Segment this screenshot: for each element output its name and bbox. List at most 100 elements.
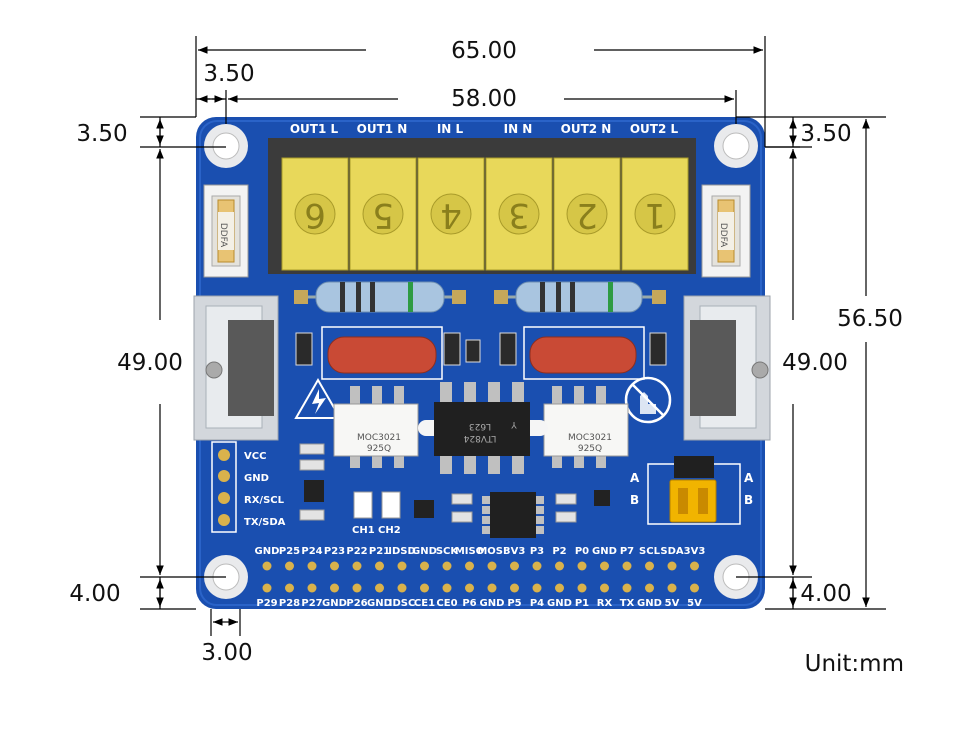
optocoupler-left-code: 925Q bbox=[367, 444, 391, 454]
fuse-left: DDFA bbox=[203, 184, 249, 278]
dimension-lines bbox=[140, 36, 886, 636]
gpio-pin bbox=[487, 583, 497, 593]
smd-components bbox=[295, 332, 667, 366]
optocoupler-right-code: 925Q bbox=[578, 444, 602, 454]
gpio-label-bottom: CE0 bbox=[436, 598, 457, 609]
gpio-pin bbox=[690, 583, 699, 593]
terminal-screw-icon bbox=[430, 193, 472, 235]
unit-label: Unit:mm bbox=[805, 651, 904, 677]
dim-hole-offset-bottom-horizontal: 3.00 bbox=[201, 640, 252, 666]
gpio-pin bbox=[285, 583, 294, 593]
gpio-label-bottom: P1 bbox=[575, 598, 589, 609]
gpio-label-top: P0 bbox=[575, 546, 589, 557]
dim-hole-offset-bottom-right: 4.00 bbox=[800, 581, 851, 607]
optocoupler-left-model: MOC3021 bbox=[357, 433, 401, 443]
gpio-pin bbox=[352, 561, 362, 571]
gpio-label-bottom: GND bbox=[547, 598, 572, 609]
gpio-pin bbox=[645, 561, 654, 571]
fuse-right-label: DDFA bbox=[718, 223, 728, 248]
gpio-label-top: MOSI bbox=[477, 546, 506, 557]
terminal-number: 2 bbox=[576, 195, 598, 235]
dim-hole-offset-bottom-left: 4.00 bbox=[69, 581, 120, 607]
gpio-pin bbox=[667, 561, 677, 571]
terminal-number: 1 bbox=[644, 195, 666, 235]
gpio-pin bbox=[285, 561, 294, 571]
gpio-label-bottom: P27 bbox=[301, 598, 322, 609]
gpio-pin bbox=[375, 561, 384, 571]
gpio-pin bbox=[577, 583, 587, 593]
center-ic-code: L623 bbox=[469, 421, 491, 431]
uart-label: VCC bbox=[244, 451, 266, 462]
gpio-pin bbox=[690, 561, 699, 571]
center-ic: LTV824 L623 Y bbox=[434, 382, 530, 474]
capacitor-outline-right bbox=[523, 326, 645, 380]
capacitor-outline-left bbox=[321, 326, 443, 380]
resistor-right bbox=[494, 281, 666, 313]
gpio-pin bbox=[622, 561, 632, 571]
gpio-label-bottom: P4 bbox=[530, 598, 544, 609]
gpio-pin bbox=[555, 561, 564, 571]
gpio-label-top: P22 bbox=[346, 546, 367, 557]
terminal-label: IN L bbox=[437, 122, 464, 136]
dim-hole-spacing-vertical-right: 49.00 bbox=[782, 350, 848, 376]
gpio-pin bbox=[307, 583, 317, 593]
mounting-hole-top-left bbox=[204, 124, 248, 168]
gpio-label-bottom: CE1 bbox=[414, 598, 435, 609]
optocoupler-right-model: MOC3021 bbox=[568, 433, 612, 443]
jumper-label-left-a: A bbox=[630, 471, 640, 485]
gpio-pin bbox=[532, 583, 542, 593]
dim-overall-width: 65.00 bbox=[451, 38, 517, 64]
no-touch-icon bbox=[624, 376, 672, 424]
gpio-label-top: 3V3 bbox=[684, 546, 706, 557]
terminal-number: 5 bbox=[372, 195, 394, 235]
gpio-pin bbox=[667, 583, 677, 593]
gpio-label-top: P25 bbox=[279, 546, 300, 557]
gpio-pin bbox=[622, 583, 632, 593]
gpio-label-bottom: P26 bbox=[346, 598, 367, 609]
gpio-label-bottom: P28 bbox=[279, 598, 300, 609]
uart-label: TX/SDA bbox=[244, 517, 286, 528]
heatsink-left bbox=[193, 295, 279, 441]
gpio-label-bottom: TX bbox=[620, 598, 635, 609]
terminal-screw-icon bbox=[362, 193, 404, 235]
gpio-pin bbox=[465, 583, 474, 593]
terminal-cover bbox=[417, 157, 485, 271]
gpio-pin bbox=[465, 561, 474, 571]
terminal-label: OUT2 N bbox=[561, 122, 612, 136]
gpio-label-bottom: P6 bbox=[462, 598, 476, 609]
dimension-labels: 65.00 3.50 58.00 3.50 49.00 4.00 3.00 3.… bbox=[69, 38, 904, 677]
capacitor-left bbox=[327, 336, 437, 374]
gpio-label-top: MISO bbox=[455, 546, 484, 557]
center-ic-model: LTV824 bbox=[463, 433, 496, 443]
gpio-pin bbox=[600, 561, 609, 571]
gpio-pin bbox=[352, 583, 362, 593]
gpio-pin bbox=[307, 561, 317, 571]
gpio-pin bbox=[510, 583, 519, 593]
resistor-left bbox=[294, 281, 466, 313]
gpio-label-top: SCK bbox=[436, 546, 460, 557]
gpio-label-bottom: GND bbox=[637, 598, 662, 609]
terminal-number: 3 bbox=[508, 195, 530, 235]
gpio-pin bbox=[532, 561, 542, 571]
fuse-left-label: DDFA bbox=[218, 223, 228, 248]
gpio-label-top: 3V3 bbox=[504, 546, 526, 557]
terminal-screw-icon bbox=[634, 193, 676, 235]
gpio-label-top: GND bbox=[255, 546, 280, 557]
jumper-label-left-b: B bbox=[630, 493, 639, 507]
dim-hole-offset-top-left: 3.50 bbox=[76, 121, 127, 147]
gpio-pin bbox=[375, 583, 384, 593]
gpio-pin bbox=[330, 561, 339, 571]
logic-ic bbox=[451, 490, 610, 538]
gpio-pin bbox=[442, 583, 452, 593]
dim-hole-spacing-horizontal: 58.00 bbox=[451, 86, 517, 112]
gpio-pin bbox=[420, 561, 429, 571]
gpio-pin bbox=[262, 583, 272, 593]
channel-label: CH1 bbox=[352, 525, 375, 536]
terminal-number: 6 bbox=[304, 195, 326, 235]
